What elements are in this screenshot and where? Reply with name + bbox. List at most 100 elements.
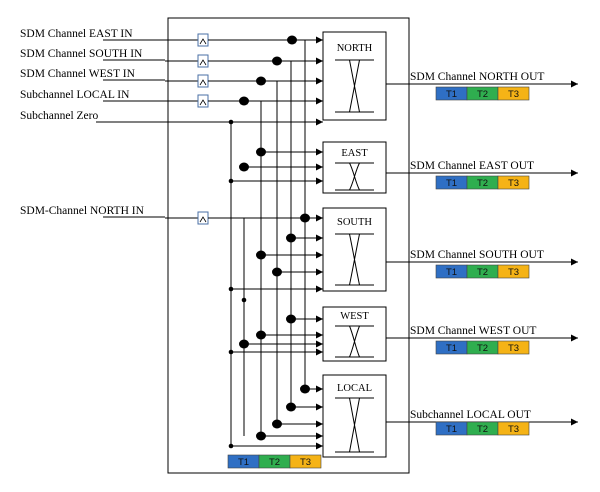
timeslot-label: T1 bbox=[446, 267, 457, 278]
junction-dot bbox=[300, 213, 310, 223]
timeslot-label: T2 bbox=[477, 89, 488, 100]
output-label-local: Subchannel LOCAL OUT bbox=[410, 409, 531, 421]
timeslot-label: T2 bbox=[477, 343, 488, 354]
output-arrowhead bbox=[571, 334, 578, 342]
junction-dot bbox=[256, 76, 266, 86]
arrowhead bbox=[316, 97, 323, 105]
crossbar-rails bbox=[335, 233, 374, 286]
arrowhead bbox=[316, 268, 323, 276]
junction-dot bbox=[272, 56, 282, 66]
junction-dot bbox=[287, 35, 297, 45]
input-label-south: SDM Channel SOUTH IN bbox=[20, 48, 143, 60]
block-label: SOUTH bbox=[337, 217, 372, 228]
timeslot-label: T2 bbox=[269, 457, 280, 468]
arrowhead bbox=[316, 442, 323, 450]
arrowhead bbox=[316, 177, 323, 185]
arrowhead bbox=[316, 340, 323, 348]
timeslot-label: T1 bbox=[238, 457, 249, 468]
timeslot-cell-t3 bbox=[497, 421, 530, 436]
crossbar-x-icon bbox=[349, 397, 360, 453]
output-arrowhead bbox=[571, 169, 578, 177]
input-label-local: Subchannel LOCAL IN bbox=[20, 89, 130, 101]
output-label-north: SDM Channel NORTH OUT bbox=[410, 71, 544, 83]
timeslot-label: T2 bbox=[477, 178, 488, 189]
arrowhead bbox=[316, 348, 323, 356]
timeslot-label: T3 bbox=[508, 178, 519, 189]
crossbar-x-icon bbox=[349, 59, 360, 113]
timeslot-cell-t3 bbox=[497, 264, 530, 279]
input-label-west: SDM Channel WEST IN bbox=[20, 68, 136, 80]
input-label-east: SDM Channel EAST IN bbox=[20, 28, 133, 40]
timeslot-label: T3 bbox=[508, 267, 519, 278]
junction-dot bbox=[228, 119, 234, 125]
timeslot-cell-t3 bbox=[497, 86, 530, 101]
block-label: LOCAL bbox=[337, 383, 372, 394]
block-label: NORTH bbox=[337, 43, 373, 54]
input-label-north: SDM-Channel NORTH IN bbox=[20, 205, 145, 217]
output-arrowhead bbox=[571, 418, 578, 426]
arrowhead bbox=[316, 251, 323, 259]
arrowhead bbox=[316, 118, 323, 126]
clock-mark-icon bbox=[199, 79, 207, 86]
timeslot-strip: T1 T2 T3 bbox=[435, 86, 530, 101]
crossbar-rails bbox=[335, 325, 374, 358]
output-label-south: SDM Channel SOUTH OUT bbox=[410, 249, 544, 261]
timeslot-label: T2 bbox=[477, 267, 488, 278]
block-west bbox=[322, 306, 387, 362]
arrowhead bbox=[316, 36, 323, 44]
arrowhead bbox=[316, 403, 323, 411]
timeslot-cell-t3 bbox=[497, 175, 530, 190]
timeslot-label: T1 bbox=[446, 178, 457, 189]
crossbar-rails bbox=[335, 397, 374, 453]
block-label: EAST bbox=[341, 148, 368, 159]
block-local bbox=[322, 374, 387, 458]
block-south bbox=[322, 207, 387, 292]
output-label-west: SDM Channel WEST OUT bbox=[410, 325, 536, 337]
clock-mark-icon bbox=[199, 59, 207, 66]
crossbar-x-icon bbox=[349, 233, 360, 286]
timeslot-label: T3 bbox=[508, 424, 519, 435]
input-label-zero: Subchannel Zero bbox=[20, 110, 98, 122]
timeslot-strip: T1 T2 T3 bbox=[435, 175, 530, 190]
register-icon bbox=[197, 54, 209, 68]
timeslot-label: T3 bbox=[300, 457, 311, 468]
timeslot-label: T1 bbox=[446, 343, 457, 354]
arrowhead bbox=[316, 77, 323, 85]
timeslot-strip: T1 T2 T3 bbox=[435, 340, 530, 355]
timeslot-label: T3 bbox=[508, 343, 519, 354]
timeslot-strip-bottom: T1 T2 T3 bbox=[227, 454, 322, 469]
register-icon bbox=[197, 33, 209, 47]
block-label: WEST bbox=[340, 311, 369, 322]
arrowhead bbox=[316, 432, 323, 440]
output-label-east: SDM Channel EAST OUT bbox=[410, 160, 534, 172]
arrowhead bbox=[316, 163, 323, 171]
timeslot-label: T1 bbox=[446, 89, 457, 100]
register-icon bbox=[197, 211, 209, 225]
arrowhead bbox=[316, 148, 323, 156]
clock-mark-icon bbox=[199, 216, 207, 223]
crossbar-rails bbox=[335, 162, 374, 191]
block-north bbox=[322, 31, 387, 121]
crossbar-x-icon bbox=[349, 162, 360, 191]
junction-dot bbox=[239, 96, 249, 106]
junction-dot bbox=[241, 297, 247, 303]
arrowhead bbox=[316, 285, 323, 293]
arrowhead bbox=[316, 420, 323, 428]
timeslot-strip: T1 T2 T3 bbox=[435, 264, 530, 279]
block-east bbox=[322, 141, 387, 194]
arrowhead bbox=[316, 57, 323, 65]
timeslot-label: T3 bbox=[508, 89, 519, 100]
timeslot-label: T2 bbox=[477, 424, 488, 435]
arrowhead bbox=[316, 234, 323, 242]
arrowhead bbox=[316, 331, 323, 339]
crossbar-x-icon bbox=[349, 325, 360, 358]
arrowhead bbox=[316, 385, 323, 393]
timeslot-label: T1 bbox=[446, 424, 457, 435]
register-icon bbox=[197, 94, 209, 108]
timeslot-strip: T1 T2 T3 bbox=[435, 421, 530, 436]
clock-mark-icon bbox=[199, 99, 207, 106]
register-icon bbox=[197, 74, 209, 88]
switch-enclosure bbox=[167, 17, 410, 474]
timeslot-cell-t3 bbox=[289, 454, 322, 469]
arrowhead bbox=[316, 315, 323, 323]
